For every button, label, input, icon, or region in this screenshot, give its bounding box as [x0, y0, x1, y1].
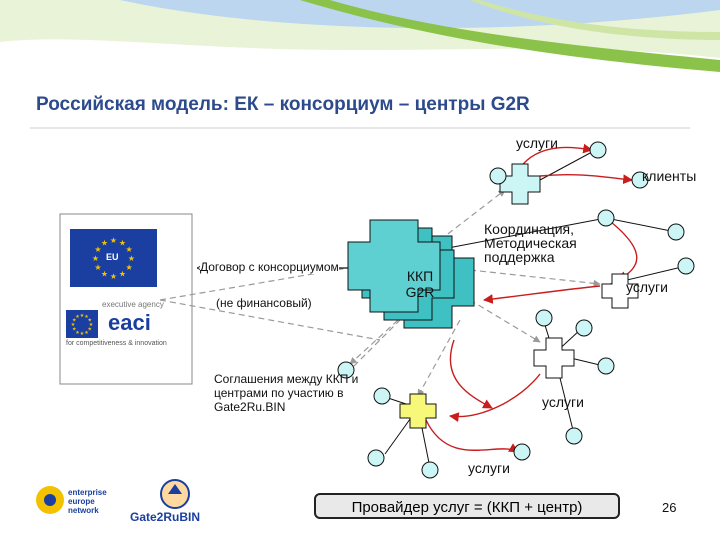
eu-star-icon: ★	[110, 236, 117, 245]
eu-star-icon: ★	[126, 263, 133, 272]
gate2rubin-logo-icon	[160, 479, 190, 509]
eaci-logo-text: eaci	[108, 310, 151, 335]
page-title: Российская модель: ЕК – консорциум – цен…	[36, 94, 530, 115]
client-node	[513, 443, 531, 461]
center-node-top	[499, 163, 541, 205]
service-arrow-mid	[449, 373, 541, 423]
eu-star-icon: ★	[119, 270, 126, 279]
client-node	[367, 449, 385, 467]
eaci-star-icon: ★	[71, 322, 76, 328]
eaci-star-icon: ★	[84, 330, 89, 336]
label-services-right: услуги	[626, 279, 668, 295]
eu-star-icon: ★	[119, 238, 126, 247]
eu-star-icon: ★	[101, 270, 108, 279]
gate2rubin-logo-text: Gate2RuBIN	[130, 510, 201, 524]
center-node-white-2	[601, 273, 639, 309]
service-arrow-clients	[539, 173, 633, 185]
eaci-star-icon: ★	[84, 314, 89, 320]
dashed-link	[469, 269, 601, 287]
label-contract: Договор с консорциумом	[200, 260, 339, 274]
eaci-star-icon: ★	[88, 318, 93, 324]
link-line	[605, 217, 677, 233]
header-decoration	[0, 0, 720, 72]
client-node	[565, 427, 583, 445]
client-node	[597, 357, 615, 375]
eaci-star-icon: ★	[80, 313, 85, 319]
client-node	[373, 387, 391, 405]
eaci-star-icon: ★	[89, 322, 94, 328]
label-services-top: услуги	[516, 135, 558, 151]
eu-star-icon: ★	[94, 263, 101, 272]
label-services-bottom: услуги	[468, 460, 510, 476]
label-services-mid: услуги	[542, 394, 584, 410]
eu-star-icon: ★	[126, 245, 133, 254]
een-logo-text: enterprise europe network	[68, 488, 107, 515]
eu-star-icon: ★	[94, 245, 101, 254]
eaci-star-icon: ★	[72, 318, 77, 324]
client-node	[489, 167, 507, 185]
service-arrow-top	[519, 143, 593, 169]
client-node	[421, 461, 439, 479]
center-node-yellow	[399, 393, 437, 429]
eu-flag-label: EU	[106, 252, 119, 262]
client-node	[575, 319, 593, 337]
eaci-star-icon: ★	[80, 331, 85, 337]
service-arrow-mid2	[449, 339, 493, 409]
eaci-star-icon: ★	[72, 327, 77, 333]
dashed-link	[417, 319, 461, 397]
client-node	[667, 223, 685, 241]
center-node-white-1	[533, 337, 575, 379]
client-node	[589, 141, 607, 159]
eu-star-icon: ★	[110, 272, 117, 281]
provider-box: Провайдер услуг = (ККП + центр)	[314, 493, 620, 519]
eu-star-icon: ★	[128, 254, 135, 263]
client-node	[337, 361, 355, 379]
dashed-link	[159, 299, 381, 341]
eu-star-icon: ★	[92, 254, 99, 263]
page-number: 26	[662, 500, 677, 515]
dashed-link	[439, 189, 506, 241]
eaci-star-icon: ★	[88, 327, 93, 333]
eaci-upper-text: executive agency	[102, 300, 164, 309]
label-agreements: Соглашения между ККП и центрами по участ…	[214, 372, 359, 414]
label-non-financial: (не финансовый)	[216, 296, 312, 310]
eaci-star-icon: ★	[75, 330, 80, 336]
kkp-hub	[347, 219, 475, 329]
label-kkp-g2r: ККП G2R	[405, 268, 435, 300]
client-node	[631, 171, 649, 189]
dashed-link	[469, 299, 541, 343]
eaci-tagline: for competitiveness & innovation	[66, 340, 167, 347]
dashed-link	[159, 253, 419, 301]
client-node	[677, 257, 695, 275]
een-logo	[36, 486, 64, 514]
service-arrow-right	[605, 217, 638, 281]
eu-star-icon: ★	[101, 238, 108, 247]
label-clients: клиенты	[642, 168, 697, 184]
label-coordination: Координация, Методическая поддержка	[484, 221, 577, 265]
client-node	[597, 209, 615, 227]
eaci-star-icon: ★	[75, 314, 80, 320]
link-line	[447, 217, 607, 249]
client-node	[535, 309, 553, 327]
eu-flag-icon	[70, 229, 157, 287]
eaci-logo	[66, 310, 188, 338]
service-arrows	[425, 143, 638, 453]
service-arrow-bottom	[425, 419, 519, 453]
service-arrow-hub	[483, 285, 601, 304]
